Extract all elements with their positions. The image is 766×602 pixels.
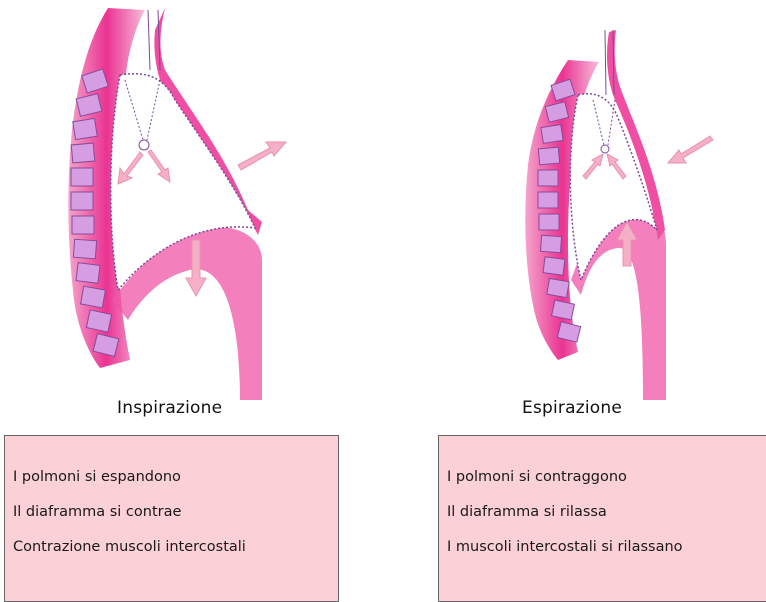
note-item: I polmoni si contraggono (447, 469, 627, 485)
inspiration-diagram (0, 0, 383, 400)
note-item: I polmoni si espandono (13, 469, 181, 485)
arrow-chest-in (668, 136, 713, 163)
expiration-diagram (383, 0, 766, 400)
note-item: Il diaframma si rilassa (447, 504, 607, 520)
note-item: Il diaframma si contrae (13, 504, 181, 520)
inspiration-notes-box: I polmoni si espandono Il diaframma si c… (4, 435, 339, 602)
caption-expiration: Espirazione (522, 398, 622, 418)
caption-inspiration: Inspirazione (117, 398, 222, 418)
arrow-chest-out (238, 142, 286, 170)
note-item: I muscoli intercostali si rilassano (447, 539, 683, 555)
expiration-notes-box: I polmoni si contraggono Il diaframma si… (438, 435, 766, 602)
note-item: Contrazione muscoli intercostali (13, 539, 246, 555)
